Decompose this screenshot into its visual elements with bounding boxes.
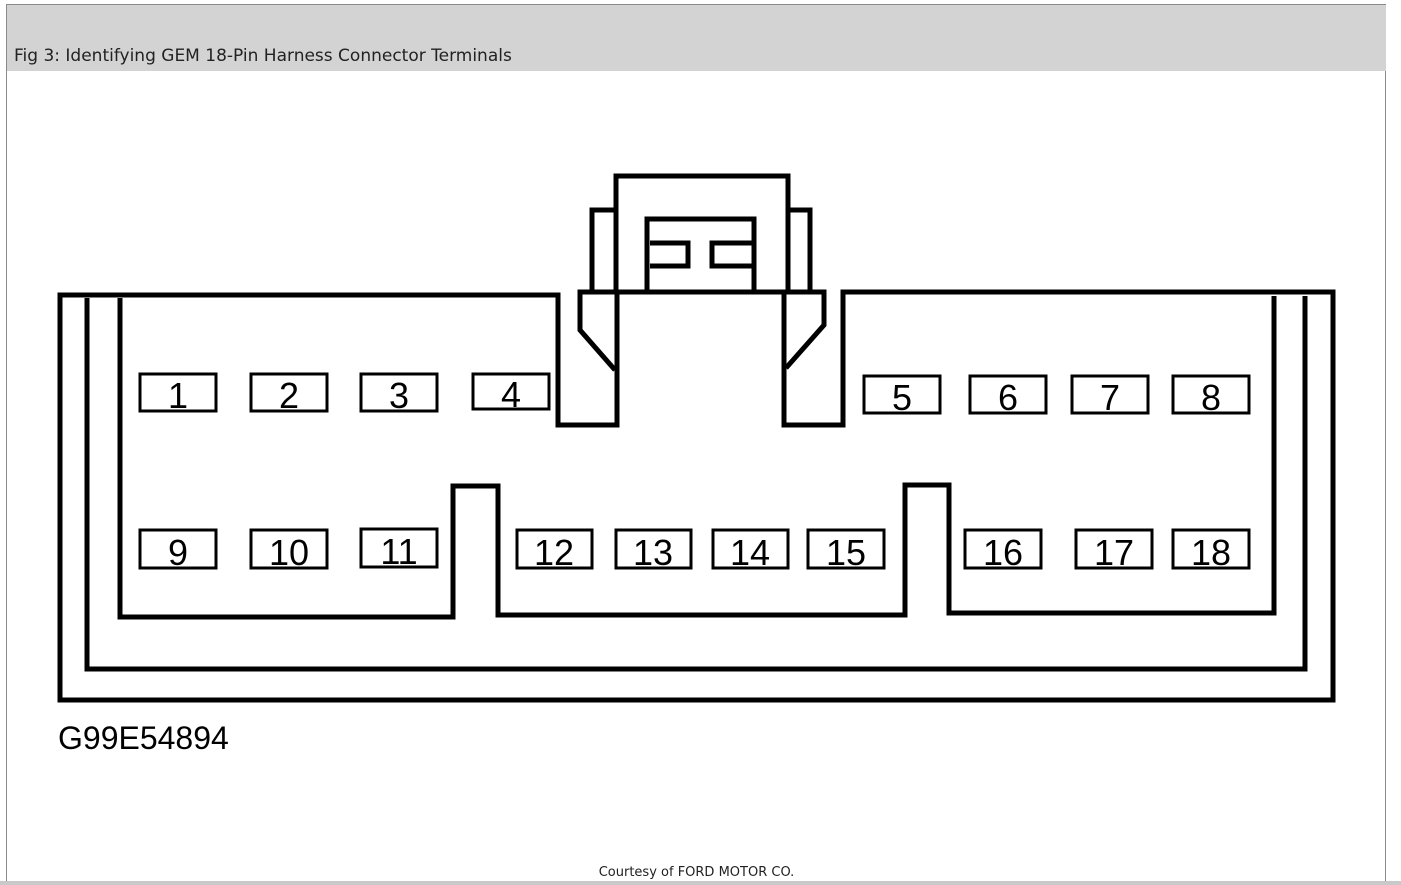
latch-right-ear: [788, 207, 813, 292]
pin-group-top: 1 2 3 4 5 6 7 8: [138, 372, 1251, 418]
title-bar: [7, 5, 1386, 71]
pin-label: 11: [380, 531, 417, 572]
pin-label: 7: [1100, 377, 1120, 418]
pin-4: 4: [471, 372, 551, 415]
pin-label: 4: [501, 374, 521, 415]
pin-2: 2: [249, 372, 329, 416]
pin-10: 10: [249, 528, 329, 573]
pin-label: 8: [1201, 377, 1221, 418]
pin-9: 9: [138, 528, 218, 573]
latch-left-ear: [589, 207, 616, 292]
pin-3: 3: [359, 372, 439, 416]
pin-label: 17: [1094, 532, 1134, 573]
latch-right-arm: [784, 289, 827, 370]
pin-label: 16: [983, 532, 1023, 573]
pin-label: 6: [998, 377, 1018, 418]
pin-label: 14: [730, 532, 770, 573]
pin-6: 6: [968, 374, 1048, 418]
housing-middle: [84, 296, 1308, 672]
figure-id: G99E54894: [58, 720, 229, 756]
pin-label: 12: [534, 532, 574, 573]
courtesy-credit: Courtesy of FORD MOTOR CO.: [598, 865, 795, 880]
pin-label: 10: [269, 532, 309, 573]
pin-label: 18: [1191, 532, 1231, 573]
pin-label: 15: [826, 532, 866, 573]
pin-11: 11: [359, 527, 439, 572]
pin-label: 3: [389, 375, 409, 416]
bottom-bar: [0, 881, 1401, 885]
figure-frame: [6, 4, 1386, 882]
pin-15: 15: [806, 528, 886, 573]
pin-12: 12: [515, 528, 594, 573]
pin-7: 7: [1070, 374, 1150, 418]
latch-left-arm: [577, 289, 617, 372]
pin-18: 18: [1171, 528, 1251, 573]
pin-14: 14: [711, 528, 790, 573]
pin-label: 9: [168, 532, 188, 573]
pin-13: 13: [614, 528, 693, 573]
housing-inner: [117, 296, 1277, 620]
pin-16: 16: [963, 528, 1043, 573]
latch-inner-tab: [650, 240, 754, 269]
pin-label: 1: [168, 375, 188, 416]
housing-outer: [57, 289, 1336, 703]
pin-5: 5: [862, 374, 942, 418]
pin-label: 5: [892, 377, 912, 418]
pin-label: 13: [633, 532, 673, 573]
pin-8: 8: [1171, 374, 1251, 418]
latch-body: [613, 173, 791, 292]
figure-title: Fig 3: Identifying GEM 18-Pin Harness Co…: [14, 46, 512, 66]
pin-group-bottom: 9 10 11 12 13 14 15 16 17 18: [138, 527, 1251, 573]
latch-inner-box: [644, 216, 757, 292]
pin-label: 2: [279, 375, 299, 416]
pin-1: 1: [138, 372, 218, 416]
pin-17: 17: [1074, 528, 1154, 573]
